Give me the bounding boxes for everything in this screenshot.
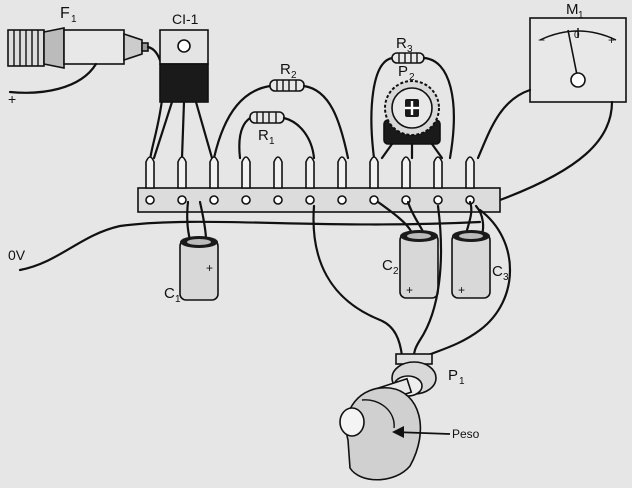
fuse-label: F — [60, 5, 70, 22]
weight-arrow-icon — [392, 426, 404, 438]
trimmer-p2 — [380, 80, 444, 160]
ground-wire — [18, 220, 482, 272]
meter-label: M — [566, 1, 579, 18]
r1-label-sub: 1 — [269, 136, 275, 147]
terminal-screws — [145, 195, 475, 205]
capacitor-c2 — [376, 200, 439, 299]
ground-label: 0V — [8, 247, 26, 263]
c3-plus-label: + — [458, 283, 465, 297]
supply-positive-wire — [8, 62, 98, 94]
c1-label-sub: 1 — [175, 294, 181, 305]
r3-label: R — [396, 35, 407, 52]
terminal-strip — [137, 156, 501, 213]
r2-label-sub: 2 — [291, 70, 297, 81]
meter-label-sub: 1 — [578, 10, 584, 21]
meter-zero-label: 0 — [574, 30, 580, 41]
supply-plus-label: + — [8, 91, 16, 107]
c1-plus-label: + — [206, 261, 213, 275]
meter-m1 — [529, 17, 627, 103]
c2-label: C — [382, 257, 393, 274]
weight-label: Peso — [452, 427, 480, 441]
r1-label: R — [258, 127, 269, 144]
meter-plus-label: + — [608, 33, 615, 47]
c1-label: C — [164, 285, 175, 302]
fuse-holder — [7, 27, 149, 69]
weight — [339, 387, 422, 481]
resistor-r1 — [249, 111, 285, 124]
p2-label: P — [398, 63, 408, 80]
r3-label-sub: 3 — [407, 44, 413, 55]
meter-minus-label: − — [538, 33, 545, 47]
r2-label: R — [280, 61, 291, 78]
capacitor-c1 — [179, 200, 219, 301]
p2-label-sub: 2 — [409, 72, 415, 83]
capacitor-c3 — [451, 200, 491, 299]
resistor-r3 — [391, 52, 425, 64]
resistor-r2 — [269, 79, 305, 92]
p1-label-sub: 1 — [459, 376, 465, 387]
regulator-ic — [152, 29, 214, 160]
ic-label: CI-1 — [172, 11, 199, 27]
c2-plus-label: + — [406, 283, 413, 297]
c3-label-sub: 3 — [503, 272, 509, 283]
fuse-label-sub: 1 — [71, 14, 77, 25]
c3-label: C — [492, 263, 503, 280]
terminal-lugs — [145, 156, 475, 189]
c2-label-sub: 2 — [393, 266, 399, 277]
p1-label: P — [448, 367, 458, 384]
